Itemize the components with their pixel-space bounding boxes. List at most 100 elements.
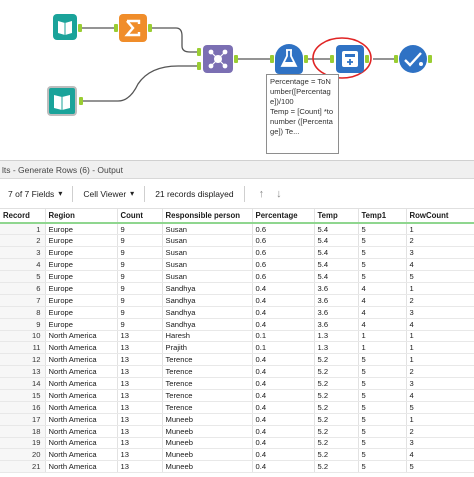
output-anchor[interactable] [78, 24, 82, 32]
column-header[interactable]: Temp [314, 209, 359, 224]
output-anchor[interactable] [148, 24, 152, 32]
connection-wires [79, 27, 396, 102]
table-cell: 1.3 [314, 341, 359, 355]
formula-tool[interactable] [275, 44, 303, 74]
table-cell: Muneeb [162, 425, 253, 438]
table-cell: 4 [358, 282, 407, 295]
record-number: 20 [0, 448, 46, 462]
column-header[interactable]: Region [45, 209, 118, 224]
join-output-anchor[interactable] [234, 55, 238, 63]
output-anchor[interactable] [365, 55, 369, 63]
record-number: 11 [0, 341, 46, 355]
table-cell: Muneeb [162, 460, 253, 474]
results-title: lts - Generate Rows (6) - Output [0, 160, 474, 179]
table-cell: 13 [117, 353, 163, 367]
table-cell: 0.4 [252, 425, 315, 438]
table-cell: 3 [406, 246, 474, 260]
table-cell: 2 [406, 234, 474, 248]
table-cell: 5 [406, 401, 474, 414]
join-tool[interactable] [203, 45, 233, 73]
annotation-line-2: Temp = [Count] *tonumber ([Percentage]) … [270, 107, 334, 136]
cell-viewer-selector[interactable]: Cell Viewer ▾ [83, 189, 134, 199]
table-cell: 9 [117, 306, 163, 319]
table-cell: 5.4 [314, 246, 359, 260]
table-cell: 4 [406, 389, 474, 402]
workflow-canvas[interactable]: Percentage = ToNumber([Percentage])/100 … [0, 0, 474, 160]
table-cell: 5.2 [314, 365, 359, 379]
table-cell: 2 [406, 365, 474, 379]
record-number: 9 [0, 318, 46, 331]
table-cell: 13 [117, 389, 163, 402]
input-data-tool-1[interactable] [53, 14, 77, 40]
column-header[interactable]: Percentage [252, 209, 315, 224]
toolbar-divider [144, 185, 146, 202]
arrow-up-icon[interactable]: ↑ [258, 187, 265, 200]
table-cell: Europe [45, 318, 118, 331]
table-cell: 1 [406, 282, 474, 295]
annotation-line-1: Percentage = ToNumber([Percentage])/100 [270, 77, 331, 106]
column-header[interactable]: RowCount [406, 209, 474, 224]
table-cell: North America [45, 437, 118, 450]
formula-annotation: Percentage = ToNumber([Percentage])/100 … [266, 74, 339, 154]
output-anchor[interactable] [304, 55, 308, 63]
table-cell: 13 [117, 377, 163, 390]
table-cell: 5 [358, 437, 407, 450]
table-cell: 0.4 [252, 306, 315, 319]
table-cell: Sandhya [162, 306, 253, 319]
input-anchor[interactable] [330, 55, 334, 63]
table-cell: 1 [406, 223, 474, 236]
column-header[interactable]: Temp1 [358, 209, 407, 224]
input-data-tool-2[interactable] [47, 86, 77, 116]
table-cell: 13 [117, 341, 163, 355]
table-cell: Europe [45, 234, 118, 248]
table-cell: 3.6 [314, 282, 359, 295]
output-anchor[interactable] [428, 55, 432, 63]
fields-selector[interactable]: 7 of 7 Fields ▾ [8, 189, 62, 199]
table-cell: 0.1 [252, 330, 315, 343]
record-number: 7 [0, 294, 46, 307]
join-left-input-anchor[interactable] [197, 48, 201, 56]
input-anchor[interactable] [114, 24, 118, 32]
table-cell: North America [45, 353, 118, 367]
results-window: lts - Generate Rows (6) - Output 7 of 7 … [0, 160, 474, 477]
browse-tool[interactable] [399, 45, 427, 73]
output-anchor[interactable] [79, 97, 83, 105]
input-anchor[interactable] [394, 55, 398, 63]
column-header[interactable]: Count [117, 209, 163, 224]
column-header[interactable]: Record [0, 209, 46, 224]
arrow-down-icon[interactable]: ↓ [276, 187, 282, 200]
join-right-input-anchor[interactable] [197, 62, 201, 70]
table-cell: 5 [406, 460, 474, 474]
record-number: 14 [0, 377, 46, 390]
table-cell: 3.6 [314, 294, 359, 307]
summarize-tool[interactable] [119, 14, 147, 42]
flask-icon [280, 49, 298, 67]
input-anchor[interactable] [270, 55, 274, 63]
column-header[interactable]: Responsible person [162, 209, 253, 224]
table-cell: 4 [406, 318, 474, 331]
results-toolbar: 7 of 7 Fields ▾ Cell Viewer ▾ 21 records… [0, 179, 474, 209]
generate-rows-tool[interactable] [336, 45, 364, 73]
